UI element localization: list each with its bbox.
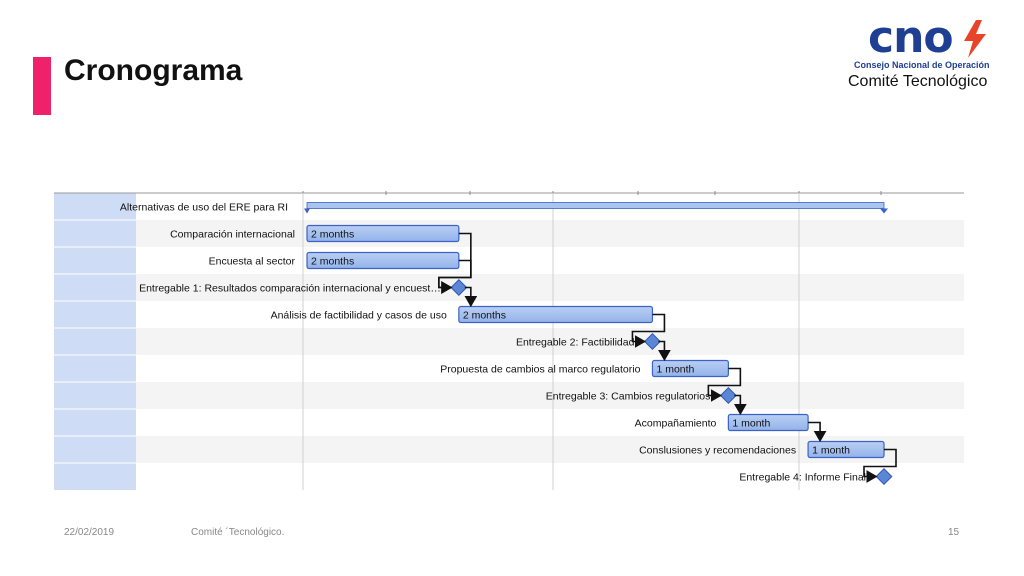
dependency-arrow	[658, 340, 671, 362]
title-accent-bar	[33, 57, 51, 115]
logo-subtitle: Consejo Nacional de Operación	[854, 60, 990, 70]
task-label: Entregable 2: Factibilidad	[516, 337, 635, 349]
dependency-arrow	[707, 367, 742, 402]
footer-date: 22/02/2019	[64, 527, 115, 538]
duration-label: 2 months	[463, 310, 506, 322]
page-title: Cronograma	[64, 54, 243, 87]
task-label: Conslusiones y recomendaciones	[639, 445, 796, 457]
milestone-diamond	[875, 468, 893, 485]
lightning-bolt-icon	[964, 20, 986, 58]
milestone-diamond	[643, 333, 661, 350]
logo-committee: Comité Tecnológico	[848, 73, 988, 90]
task-label: Entregable 4: Informe Final	[739, 472, 866, 484]
duration-label: 2 months	[311, 229, 354, 241]
row-band	[136, 220, 964, 247]
dependency-arrow	[808, 421, 827, 443]
summary-start-cap	[304, 208, 310, 214]
duration-label: 1 month	[656, 364, 694, 376]
task-label: Comparación internacional	[170, 229, 295, 241]
dependency-arrow	[464, 286, 478, 308]
row-band	[136, 247, 964, 274]
summary-bar	[306, 202, 885, 209]
footer-organization: Comité ´Tecnológico.	[191, 527, 285, 538]
row-band	[136, 274, 964, 301]
row-band	[136, 355, 964, 382]
duration-label: 1 month	[812, 445, 850, 457]
dependency-arrow	[863, 448, 897, 483]
dependency-arrow	[733, 394, 747, 416]
duration-label: 1 month	[732, 418, 770, 430]
row-header-gutter	[54, 193, 136, 490]
row-band	[136, 328, 964, 355]
logo-brand: cno	[868, 12, 954, 63]
task-label: Propuesta de cambios al marco regulatori…	[440, 364, 640, 376]
dependency-arrow	[631, 313, 666, 348]
summary-end-cap	[880, 208, 888, 214]
cno-logo: cno Consejo Nacional de Operación Comité…	[848, 8, 1018, 100]
dependency-arrow	[438, 259, 472, 294]
row-band	[136, 409, 964, 436]
duration-label: 2 months	[311, 256, 354, 268]
row-band	[136, 463, 964, 490]
task-label: Encuesta al sector	[209, 256, 296, 268]
task-label: Análisis de factibilidad y casos de uso	[271, 310, 447, 322]
milestone-diamond	[719, 387, 737, 404]
task-label: Entregable 1: Resultados comparación int…	[139, 283, 441, 295]
row-band	[136, 382, 964, 409]
task-label: Acompañamiento	[635, 418, 717, 430]
task-label: Alternativas de uso del ERE para RI	[120, 202, 288, 214]
page-number: 15	[948, 527, 960, 538]
milestone-diamond	[450, 279, 468, 296]
task-label: Entregable 3: Cambios regulatorios	[546, 391, 711, 403]
